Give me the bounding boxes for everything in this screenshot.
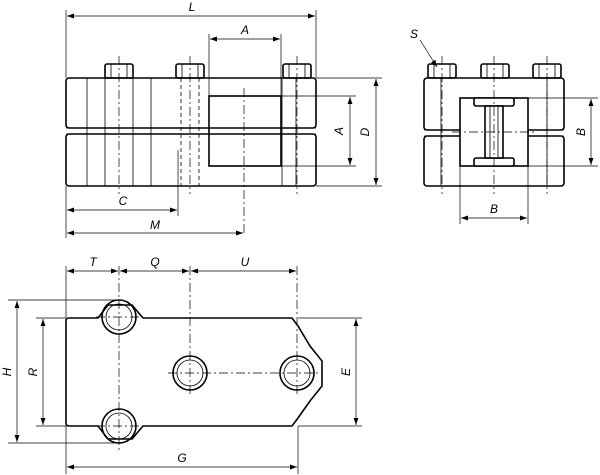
lower-block: [65, 133, 317, 187]
plate-outline: [65, 304, 323, 440]
label-E: E: [339, 367, 353, 376]
label-G: G: [177, 451, 186, 465]
side-view: [423, 56, 565, 194]
label-A-vertical: A: [332, 127, 346, 136]
label-S: S: [410, 27, 418, 41]
square-pocket: [208, 95, 282, 167]
top-view-dimensions: [8, 266, 362, 474]
side-view-dimensions: [419, 39, 598, 224]
side-bolt-head-middle: [480, 63, 510, 79]
label-C: C: [119, 194, 128, 208]
label-T: T: [89, 255, 98, 269]
label-B-horizontal: B: [490, 202, 498, 216]
label-D: D: [358, 127, 372, 136]
label-R: R: [26, 367, 40, 376]
label-A-top: A: [240, 23, 249, 37]
label-B-vertical: B: [574, 128, 588, 136]
dimension-labels: L A A D C M S B B T Q U H R E G: [0, 0, 588, 465]
label-H: H: [0, 367, 14, 376]
label-M: M: [150, 218, 160, 232]
upper-block: [65, 77, 317, 129]
top-view: [65, 266, 323, 450]
label-L: L: [189, 0, 196, 14]
label-U: U: [241, 255, 250, 269]
label-Q: Q: [150, 255, 159, 269]
front-view: [65, 56, 317, 236]
bolt-shanks: [86, 78, 297, 186]
front-view-dimensions: [65, 10, 382, 238]
